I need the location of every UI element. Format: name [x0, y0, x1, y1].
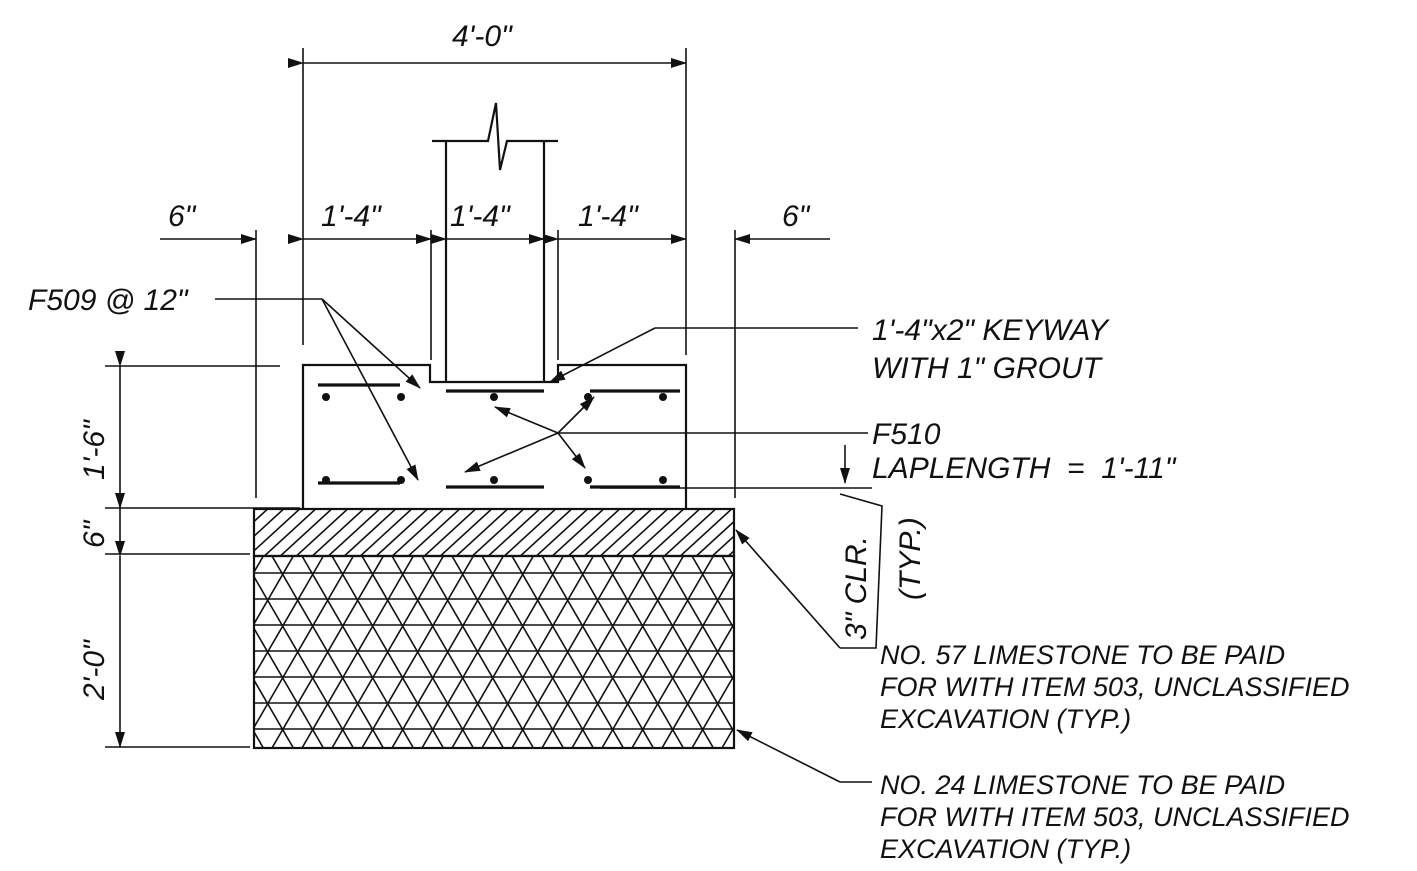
- right-offset-dim: 6": [782, 200, 811, 233]
- wall-stem: [432, 102, 558, 382]
- no24-limestone-layer: [252, 554, 736, 750]
- keyway-label-line1: 1'-4"x2" KEYWAY: [872, 314, 1110, 347]
- footing-outline: [301, 363, 688, 509]
- overall-width-dim: 4'-0": [452, 20, 513, 53]
- segment-mid-dim: 1'-4": [450, 200, 511, 233]
- laplength-label: LAPLENGTH = 1'-11": [872, 452, 1177, 485]
- clear-cover-dim: 3" CLR.: [840, 536, 873, 640]
- extension-lines: [105, 48, 736, 748]
- clear-cover-typ: (TYP.): [894, 517, 927, 600]
- bar-f510-label: F510: [872, 418, 941, 451]
- stone-bottom-thickness-dim: 2'-0": [78, 639, 111, 701]
- footing-height-dim: 1'-6": [78, 419, 111, 480]
- no57-limestone-layer: [252, 507, 736, 558]
- no57-note-line1: NO. 57 LIMESTONE TO BE PAID: [880, 640, 1285, 670]
- leader-lines: [215, 298, 883, 783]
- keyway-label-line2: WITH 1" GROUT: [872, 352, 1104, 385]
- no24-note-line3: EXCAVATION (TYP.): [880, 834, 1131, 864]
- no57-note-line2: FOR WITH ITEM 503, UNCLASSIFIED: [880, 672, 1350, 702]
- no57-note-line3: EXCAVATION (TYP.): [880, 704, 1131, 734]
- no24-note-line2: FOR WITH ITEM 503, UNCLASSIFIED: [880, 802, 1350, 832]
- stone-top-thickness-dim: 6": [78, 519, 111, 548]
- reinforcing-bars: [318, 383, 680, 489]
- no24-note-line1: NO. 24 LIMESTONE TO BE PAID: [880, 770, 1285, 800]
- segment-left-dim: 1'-4": [321, 200, 382, 233]
- dimension-lines: [115, 58, 872, 748]
- segment-right-dim: 1'-4": [578, 200, 639, 233]
- bar-f509-label: F509 @ 12": [28, 284, 189, 317]
- left-offset-dim: 6": [168, 200, 197, 233]
